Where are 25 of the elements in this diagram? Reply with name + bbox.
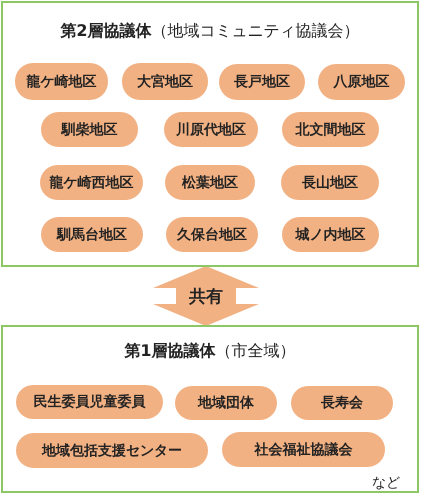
- member-pill: 久保台地区: [166, 217, 258, 252]
- member-pill: 北文間地区: [282, 112, 379, 147]
- member-pill: 川原代地区: [164, 112, 258, 147]
- panel-box: [1, 1, 419, 267]
- member-pill: 地域団体: [175, 386, 277, 420]
- member-pill: 長戸地区: [219, 64, 305, 100]
- panel-box: [1, 325, 419, 493]
- member-pill: 城ノ内地区: [282, 217, 379, 252]
- member-pill: 松葉地区: [165, 165, 255, 200]
- member-pill: 大宮地区: [122, 63, 208, 100]
- member-pill: 馴馬台地区: [41, 217, 143, 252]
- double-arrow: [153, 266, 259, 326]
- member-pill: 地域包括支援センター: [16, 433, 208, 468]
- member-pill: 馴柴地区: [41, 112, 138, 147]
- member-pill: 民生委員児童委員: [16, 385, 163, 419]
- member-pill: 龍ケ崎西地区: [40, 165, 143, 200]
- member-pill: 長寿会: [291, 386, 393, 420]
- note-text: など: [372, 474, 400, 492]
- member-pill: 社会福祉協議会: [222, 432, 385, 467]
- member-pill: 八原地区: [318, 64, 405, 100]
- panel-heading: 第2層協議体（地域コミュニティ協議会）: [59, 21, 361, 42]
- member-pill: 龍ケ崎地区: [15, 63, 108, 100]
- member-pill: 長山地区: [281, 165, 379, 200]
- edge-label: 共有: [187, 285, 225, 308]
- panel-heading: 第1層協議体（市全域）: [123, 341, 297, 362]
